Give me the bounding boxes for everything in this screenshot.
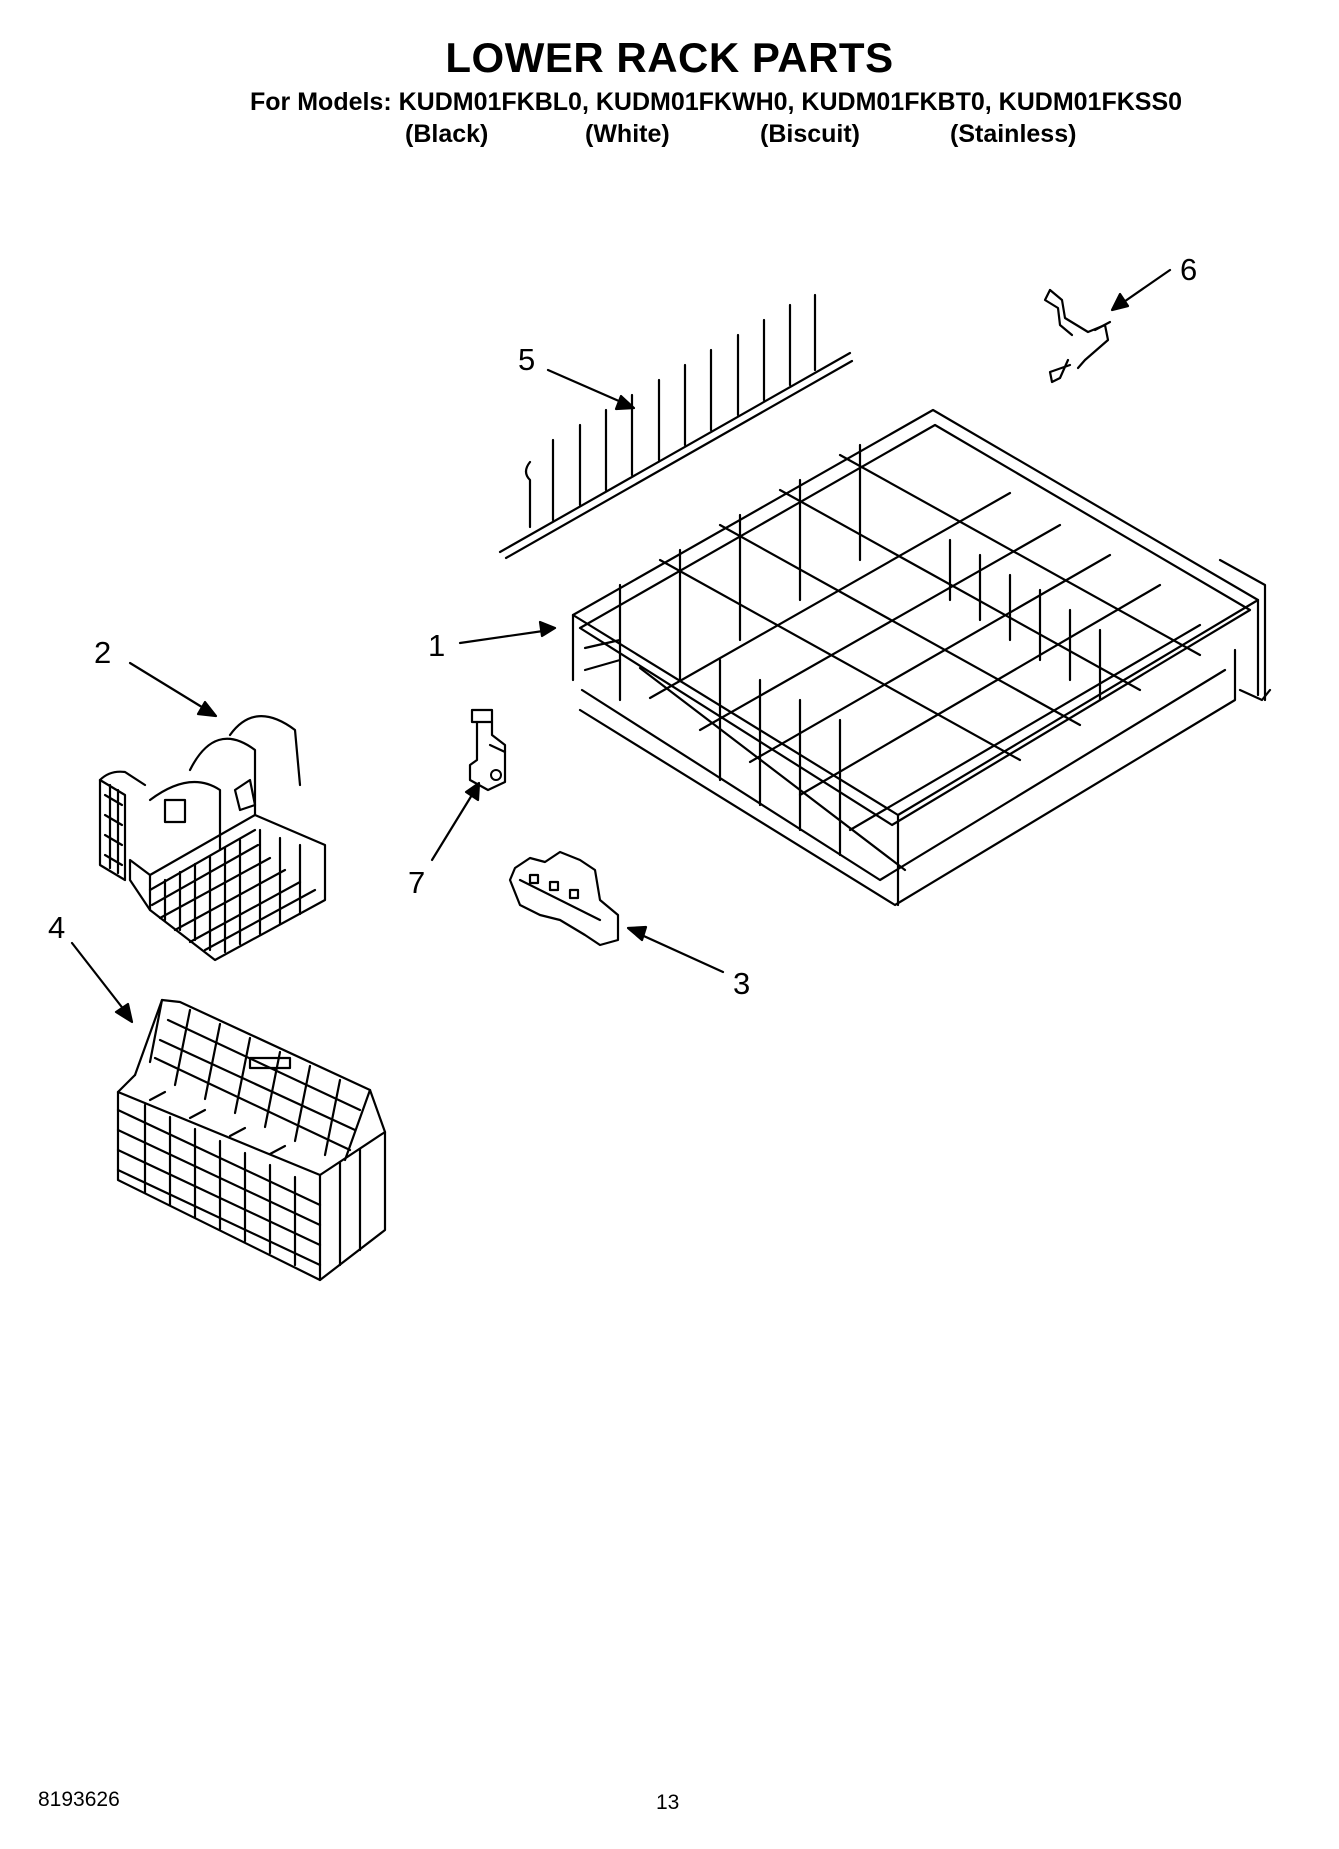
variant-white: (White) <box>585 120 670 148</box>
variant-black: (Black) <box>405 120 489 148</box>
callout-2: 2 <box>94 635 112 670</box>
document-number: 8193626 <box>38 1788 120 1811</box>
page-title: LOWER RACK PARTS <box>445 34 894 81</box>
callout-6: 6 <box>1180 252 1198 287</box>
models-line: For Models: KUDM01FKBL0, KUDM01FKWH0, KU… <box>250 88 1183 116</box>
callout-7: 7 <box>408 865 426 900</box>
lower-rack-part-1 <box>571 408 1272 907</box>
callout-3: 3 <box>733 966 751 1001</box>
variant-biscuit: (Biscuit) <box>760 120 860 148</box>
callout-4: 4 <box>48 910 66 945</box>
callout-leaders <box>70 268 1172 1024</box>
page-number: 13 <box>656 1791 680 1814</box>
tine-row-part-5 <box>498 293 854 560</box>
wheel-assembly-part-3 <box>508 850 620 947</box>
variant-stainless: (Stainless) <box>950 120 1077 148</box>
rack-stop-part-7 <box>468 708 507 792</box>
callout-5: 5 <box>518 342 536 377</box>
clip-part-6 <box>1043 288 1112 384</box>
silverware-basket-part-4 <box>116 998 387 1282</box>
silverware-basket-part-2 <box>98 715 327 962</box>
callout-1: 1 <box>428 628 446 663</box>
